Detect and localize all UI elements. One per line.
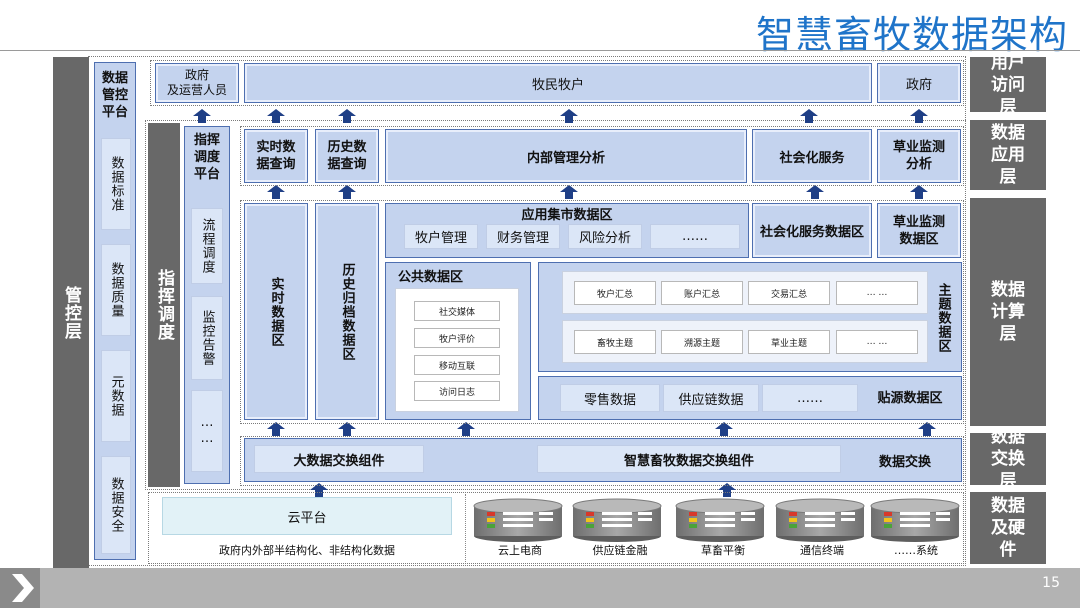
data-compute-frame [240,200,964,424]
layer-label-text: 数据计算层 [991,280,1025,344]
command-item: 监控告警 [191,296,223,380]
user-herders: 牧民牧户 [244,63,872,103]
source-item: 供应链数据 [663,384,759,412]
layer-label-text: 数据交换层 [991,427,1025,491]
page-number: 15 [1042,575,1060,591]
theme-item: … … [836,330,918,354]
theme-item: 畜牧主题 [574,330,656,354]
theme-item: 交易汇总 [748,281,830,305]
app-mart-item: 牧户管理 [404,224,478,249]
hardware-item: ……系统 [894,544,938,557]
app-social-service: 社会化服务 [752,129,872,183]
data-app-frame [240,126,964,186]
app-grass-monitor: 草业监测分析 [877,129,961,183]
layer-label-data-app: 数据应用层 [970,120,1046,190]
compute-history-zone: 历史归档数据区 [315,203,379,420]
theme-item: … … [836,281,918,305]
hardware-frame [148,492,964,564]
user-access-frame [150,60,964,106]
app-realtime-query: 实时数据查询 [244,129,308,183]
public-zone-title: 公共数据区 [398,270,464,285]
control-layer-bar: 管控层 [53,57,89,568]
server-disk-icon [775,498,865,542]
data-control-item: 数据标准 [101,138,131,230]
public-item: 牧户评价 [414,328,500,348]
command-platform-title: 指挥调度平台 [193,133,220,182]
layer-label-data-hw: 数据及硬件 [970,492,1046,564]
command-item: …… [191,390,223,472]
compute-realtime-zone: 实时数据区 [244,203,308,420]
footer-bar [0,568,1080,608]
theme-item: 溯源主题 [661,330,743,354]
command-item: 流程调度 [191,208,223,284]
gov-data-label: 政府内外部半结构化、非结构化数据 [219,544,395,557]
exchange-label: 数据交换 [878,455,931,470]
app-mart-item: 风险分析 [568,224,642,249]
app-label: 历史数据查询 [327,140,367,172]
grass-zone-label: 草业监测数据区 [892,214,945,247]
command-region-frame [145,120,966,490]
source-item: 零售数据 [560,384,660,412]
hardware-item: 供应链金融 [592,544,648,557]
title-divider [0,50,1080,51]
theme-zone-title: 主题数据区 [935,283,951,353]
server-disk-icon [675,498,765,542]
server-icons [473,498,960,542]
layer-label-user-access: 用户访问层 [970,53,1046,117]
data-control-item: 元数据 [101,350,131,442]
app-label: 实时数据查询 [256,140,296,172]
source-item: …… [762,384,858,412]
app-mart-item: 财务管理 [486,224,560,249]
command-bar: 指挥调度 [148,123,180,487]
data-control-title: 数据管控平台 [101,71,128,120]
server-disk-icon [870,498,960,542]
app-mart-title: 应用集市数据区 [521,208,613,223]
app-label: 草业监测分析 [892,140,945,172]
theme-item: 账户汇总 [661,281,743,305]
exchange-bigdata: 大数据交换组件 [254,445,424,473]
hardware-item: 云上电商 [498,544,542,557]
server-disk-icon [572,498,662,542]
server-disk-icon [473,498,563,542]
theme-item: 草业主题 [748,330,830,354]
source-zone-title: 贴源数据区 [877,391,943,406]
data-control-item: 数据质量 [101,244,131,336]
hardware-divider [465,494,466,562]
app-internal-analysis: 内部管理分析 [385,129,747,183]
public-item: 访问日志 [414,381,500,401]
public-item: 社交媒体 [414,301,500,321]
user-gov-ops: 政府 及运营人员 [155,63,239,103]
cloud-platform: 云平台 [162,497,452,535]
compute-social-zone: 社会化服务数据区 [752,203,872,258]
theme-item: 牧户汇总 [574,281,656,305]
page-title: 智慧畜牧数据架构 [755,13,1068,57]
layer-label-data-compute: 数据计算层 [970,198,1046,426]
layer-label-data-exchange: 数据交换层 [970,427,1046,491]
exchange-frame [240,436,964,486]
app-history-query: 历史数据查询 [315,129,379,183]
chevron-right-icon [12,574,34,602]
layer-label-text: 用户访问层 [991,52,1025,117]
app-mart-item: …… [650,224,740,249]
hardware-item: 草畜平衡 [701,544,745,557]
exchange-smart: 智慧畜牧数据交换组件 [537,445,841,473]
public-item: 移动互联 [414,355,500,375]
layer-label-text: 数据应用层 [991,123,1025,187]
layer-label-text: 数据及硬件 [991,496,1025,560]
compute-grass-zone: 草业监测数据区 [877,203,961,258]
user-gov: 政府 [877,63,961,103]
data-control-item: 数据安全 [101,456,131,554]
hardware-item: 通信终端 [800,544,844,557]
